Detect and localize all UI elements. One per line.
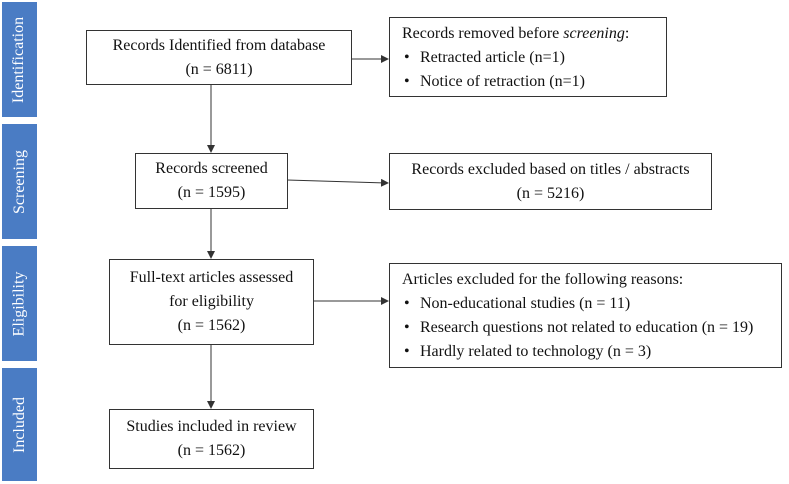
stage-eligibility: Eligibility [2, 246, 37, 361]
records-screened-count: (n = 1595) [177, 184, 246, 201]
stage-identification: Identification [2, 2, 37, 117]
records-removed-heading: Records removed before screening: [402, 25, 630, 42]
articles-excluded-list: Non-educational studies (n = 11) Researc… [402, 292, 769, 364]
studies-included-count: (n = 1562) [177, 442, 246, 459]
records-screened-box: Records screened (n = 1595) [135, 153, 288, 209]
stage-screening: Screening [2, 124, 37, 239]
list-item: Research questions not related to educat… [402, 316, 769, 340]
stage-included: Included [2, 368, 37, 481]
list-item: Notice of retraction (n=1) [402, 70, 654, 94]
studies-included-label: Studies included in review [126, 418, 297, 435]
fulltext-assessed-label-1: Full-text articles assessed [129, 269, 294, 286]
fulltext-assessed-count: (n = 1562) [177, 317, 246, 334]
records-removed-list: Retracted article (n=1) Notice of retrac… [402, 46, 654, 94]
records-removed-box: Records removed before screening: Retrac… [389, 17, 667, 97]
records-identified-label: Records Identified from database [112, 36, 326, 54]
articles-excluded-box: Articles excluded for the following reas… [389, 263, 782, 368]
records-excluded-titles-count: (n = 5216) [516, 184, 585, 202]
list-item: Hardly related to technology (n = 3) [402, 340, 769, 364]
arrow-screened-to-excluded [286, 178, 389, 187]
records-identified-count: (n = 6811) [185, 60, 253, 78]
fulltext-assessed-label-2: for eligibility [169, 293, 254, 310]
records-screened-label: Records screened [155, 160, 268, 177]
fulltext-assessed-box: Full-text articles assessed for eligibil… [109, 259, 314, 345]
records-excluded-titles-label: Records excluded based on titles / abstr… [411, 160, 690, 178]
records-excluded-titles-box: Records excluded based on titles / abstr… [389, 153, 712, 210]
list-item: Non-educational studies (n = 11) [402, 292, 769, 316]
studies-included-box: Studies included in review (n = 1562) [109, 409, 314, 469]
articles-excluded-heading: Articles excluded for the following reas… [402, 271, 684, 288]
list-item: Retracted article (n=1) [402, 46, 654, 70]
records-identified-box: Records Identified from database (n = 68… [86, 30, 352, 85]
